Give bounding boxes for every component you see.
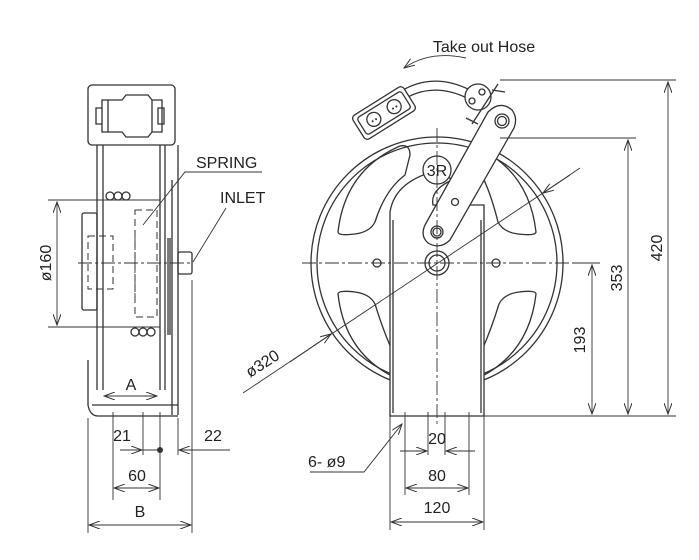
dim-120: 120 [424, 500, 451, 517]
stand-plate [171, 145, 179, 415]
label-take-out-hose: Take out Hose [433, 39, 535, 56]
dim-extension-lines [48, 199, 160, 328]
dim-420: 420 [649, 235, 666, 262]
dim-22: 22 [204, 428, 222, 445]
handle-box [87, 84, 176, 146]
dim-353: 353 [609, 265, 626, 292]
inlet-leader [192, 207, 227, 263]
label-spring: SPRING [196, 155, 257, 172]
side-view: ø160 A 21 22 60 B SPRING INLET [38, 84, 266, 533]
hub-hidden-outline [87, 235, 114, 290]
center-lines [302, 128, 580, 425]
outlet-box [352, 86, 416, 140]
label-guide: 3R [427, 163, 447, 180]
spring-leader [142, 171, 262, 226]
front-view: 3R Take out Hose ø320 193 353 420 20 80 … [242, 39, 676, 530]
dim-reel-diameter: ø320 [243, 347, 283, 381]
dim-a: A [126, 377, 137, 394]
dim-60: 60 [128, 468, 146, 485]
dim-193: 193 [572, 327, 589, 354]
center-lines [78, 230, 192, 300]
spring-hidden-outline [134, 209, 158, 318]
hose-coils [105, 191, 156, 337]
stand-edges [392, 220, 482, 413]
dim-20: 20 [428, 431, 446, 448]
reel-flange [167, 238, 171, 335]
holes-leader [310, 424, 402, 473]
dim-80: 80 [428, 468, 446, 485]
reel-spoke-openings [337, 144, 537, 382]
swivel-joint [464, 83, 506, 125]
hose-arm [422, 104, 517, 247]
dim-holes: 6- ø9 [308, 454, 345, 471]
base-foot [87, 360, 178, 417]
dim-21: 21 [113, 428, 131, 445]
reel-side-plates [96, 145, 166, 390]
dim-extension-lines [484, 79, 676, 417]
label-inlet: INLET [220, 190, 266, 207]
dim-extension-lines [389, 412, 485, 530]
dim-extension-lines [87, 280, 193, 533]
take-out-arrow [404, 55, 467, 68]
hub [81, 212, 98, 311]
dim-hub-diameter: ø160 [38, 245, 55, 282]
handle-grip [95, 94, 165, 138]
dim-b: B [135, 504, 146, 521]
